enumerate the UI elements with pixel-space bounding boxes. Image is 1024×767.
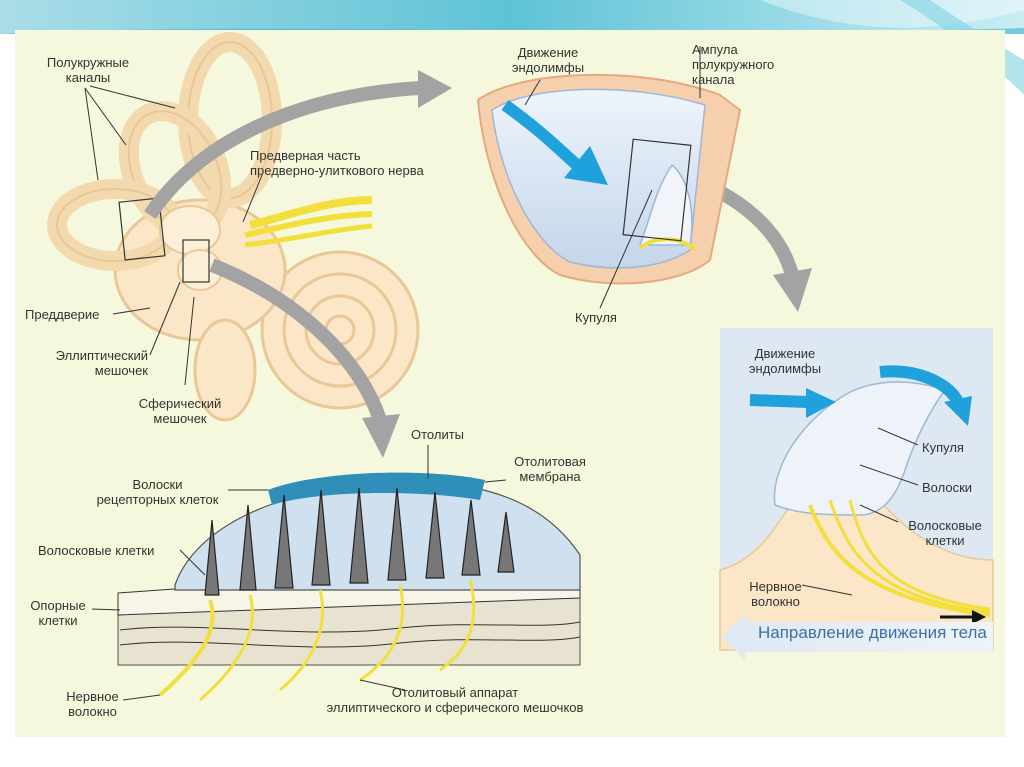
label-otolith-apparatus: Отолитовый аппарат эллиптического и сфер… (326, 685, 584, 715)
label-semicircular-canals: Полукружные каналы (46, 55, 130, 85)
leader-lines (84, 46, 919, 701)
label-otoliths: Отолиты (411, 427, 465, 442)
label-nerve-fiber-right: Нервное волокно (749, 579, 802, 609)
label-hairs-right: Волоски (922, 480, 973, 495)
body-direction-arrow (722, 614, 993, 660)
label-saccule: Сферический мешочек (138, 396, 222, 426)
label-ampulla: Ампула полукружного канала (692, 42, 775, 87)
ampulla-illustration (476, 73, 742, 285)
label-nerve-fiber-bottom: Нервное волокно (66, 689, 119, 719)
label-body-direction: Направление движения тела (758, 623, 987, 642)
label-hair-cells-right: Волосковые клетки (908, 518, 982, 548)
slide-header-decoration (0, 0, 1024, 95)
label-cupula-right: Купуля (922, 440, 964, 455)
cupula-panel (719, 328, 994, 651)
label-otolith-membrane: Отолитовая мембрана (514, 454, 586, 484)
label-endolymph-movement-top: Движение эндолимфы (511, 45, 585, 75)
label-supporting-cells: Опорные клетки (30, 598, 86, 628)
label-hair-cells-bottom: Волосковые клетки (38, 543, 155, 558)
label-utricle: Эллиптический мешочек (55, 348, 148, 378)
gray-arrow-to-ampulla (144, 70, 452, 219)
inner-ear-illustration (47, 32, 420, 422)
label-cupula-top: Купуля (575, 310, 617, 325)
otolith-apparatus-illustration (117, 472, 581, 702)
label-vestibular-nerve-part: Предверная часть предверно-улиткового не… (250, 148, 424, 178)
gray-arrow-to-otolith (209, 258, 400, 458)
label-vestibule: Преддверие (25, 307, 100, 322)
label-endolymph-movement-right: Движение эндолимфы (748, 346, 822, 376)
label-receptor-hairs: Волоски рецепторных клеток (96, 477, 219, 507)
